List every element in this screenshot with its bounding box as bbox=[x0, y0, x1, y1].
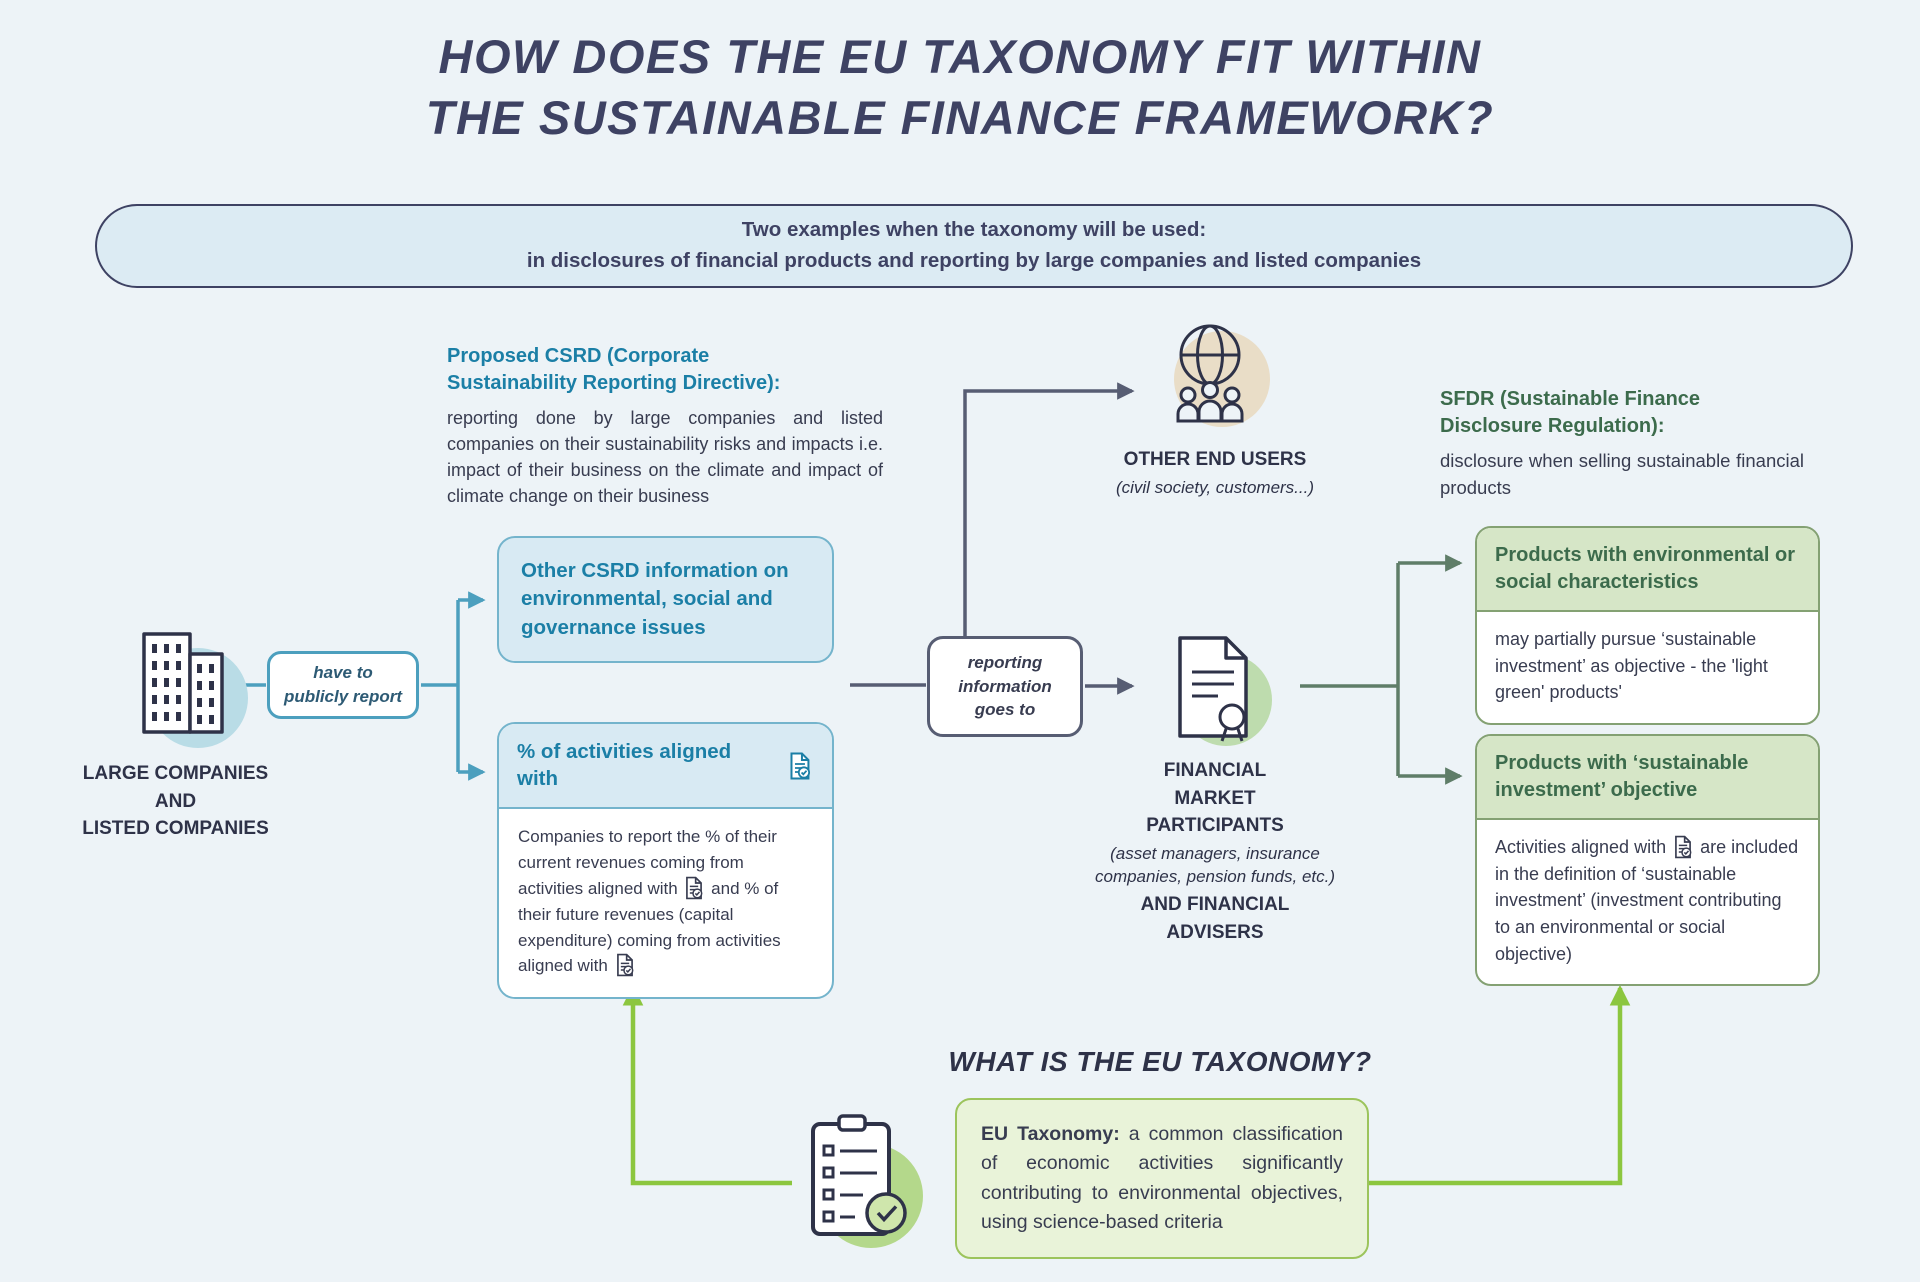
line-report-branch bbox=[421, 600, 460, 772]
taxonomy-document-icon bbox=[616, 954, 633, 977]
products-sustainable-body: Activities aligned with are included in … bbox=[1477, 820, 1818, 984]
other-end-users-title: OTHER END USERS bbox=[1123, 449, 1307, 470]
arrow-to-end-users bbox=[963, 382, 1135, 636]
fmp-label: FINANCIAL MARKET PARTICIPANTS (asset man… bbox=[1073, 757, 1357, 946]
pct-body-part2: and % of their future revenues (capital … bbox=[518, 878, 781, 976]
eu-taxonomy-definition: a common classification of economic acti… bbox=[981, 1123, 1343, 1233]
products-env-social-box: Products with environmental or social ch… bbox=[1475, 526, 1820, 725]
other-csrd-info-box: Other CSRD information on environmental,… bbox=[497, 536, 834, 663]
pct-activities-body: Companies to report the % of their curre… bbox=[499, 809, 832, 997]
large-companies-figure bbox=[120, 620, 250, 750]
eu-taxonomy-term: EU Taxonomy: bbox=[981, 1123, 1120, 1145]
arrow-taxonomy-to-pct-box bbox=[622, 984, 792, 1186]
intro-banner: Two examples when the taxonomy will be u… bbox=[95, 204, 1853, 288]
eu-taxonomy-definition-box: EU Taxonomy: a common classification of … bbox=[955, 1098, 1369, 1259]
pct-body-part1: Companies to report the % of their curre… bbox=[518, 827, 777, 898]
fmp-title2: AND FINANCIAL ADVISERS bbox=[1140, 894, 1290, 943]
page-title: HOW DOES THE EU TAXONOMY FIT WITHIN THE … bbox=[0, 26, 1920, 148]
fmp-subtitle: (asset managers, insurance companies, pe… bbox=[1094, 843, 1336, 887]
csrd-description: Proposed CSRD (Corporate Sustainability … bbox=[447, 343, 883, 509]
products-env-social-body: may partially pursue ‘sustainable invest… bbox=[1495, 629, 1768, 703]
arrow-taxonomy-to-sustainable-box bbox=[1366, 984, 1631, 1186]
fmp-title: FINANCIAL MARKET PARTICIPANTS bbox=[1146, 760, 1284, 837]
building-icon bbox=[142, 632, 248, 748]
other-end-users-label: OTHER END USERS (civil society, customer… bbox=[1078, 446, 1352, 501]
sfdr-body: disclosure when selling sustainable fina… bbox=[1440, 450, 1804, 498]
have-to-report-node: have to publicly report bbox=[267, 651, 419, 719]
page-title-line1: HOW DOES THE EU TAXONOMY FIT WITHIN bbox=[438, 30, 1482, 83]
reporting-goes-to-node: reporting information goes to bbox=[927, 636, 1083, 737]
sustainable-body-part2: are included in the definition of ‘susta… bbox=[1495, 837, 1799, 964]
taxonomy-document-icon bbox=[790, 752, 811, 780]
intro-banner-line1: Two examples when the taxonomy will be u… bbox=[741, 218, 1207, 242]
taxonomy-figure bbox=[783, 1100, 928, 1258]
taxonomy-document-icon bbox=[1675, 835, 1692, 859]
sfdr-heading: SFDR (Sustainable Finance Disclosure Reg… bbox=[1440, 388, 1701, 437]
large-companies-label: LARGE COMPANIES AND LISTED COMPANIES bbox=[82, 763, 269, 840]
csrd-body: reporting done by large companies and li… bbox=[447, 408, 883, 507]
products-sustainable-box: Products with ‘sustainable investment’ o… bbox=[1475, 734, 1820, 987]
certificate-document-icon bbox=[1178, 636, 1272, 746]
clipboard-check-icon bbox=[811, 1114, 923, 1248]
csrd-heading: Proposed CSRD (Corporate Sustainability … bbox=[447, 345, 781, 394]
intro-banner-line2: in disclosures of financial products and… bbox=[526, 249, 1422, 272]
pct-activities-header-text: % of activities aligned with bbox=[517, 740, 732, 790]
products-sustainable-header: Products with ‘sustainable investment’ o… bbox=[1477, 736, 1818, 820]
line-fmp-branch bbox=[1300, 563, 1400, 776]
page-title-line2: THE SUSTAINABLE FINANCE FRAMEWORK? bbox=[425, 91, 1495, 145]
globe-people-icon bbox=[1174, 324, 1270, 427]
fmp-figure bbox=[1152, 624, 1278, 750]
sustainable-body-part1: Activities aligned with bbox=[1495, 837, 1667, 857]
what-is-taxonomy-heading: WHAT IS THE EU TAXONOMY? bbox=[948, 1046, 1372, 1077]
other-end-users-figure bbox=[1152, 313, 1278, 439]
pct-activities-header: % of activities aligned with bbox=[499, 724, 832, 810]
products-env-social-header: Products with environmental or social ch… bbox=[1477, 528, 1818, 612]
taxonomy-document-icon bbox=[686, 876, 703, 900]
pct-activities-box: % of activities aligned with Companies t… bbox=[497, 722, 834, 1000]
sfdr-description: SFDR (Sustainable Finance Disclosure Reg… bbox=[1440, 386, 1804, 502]
other-end-users-subtitle: (civil society, customers...) bbox=[1115, 477, 1315, 497]
